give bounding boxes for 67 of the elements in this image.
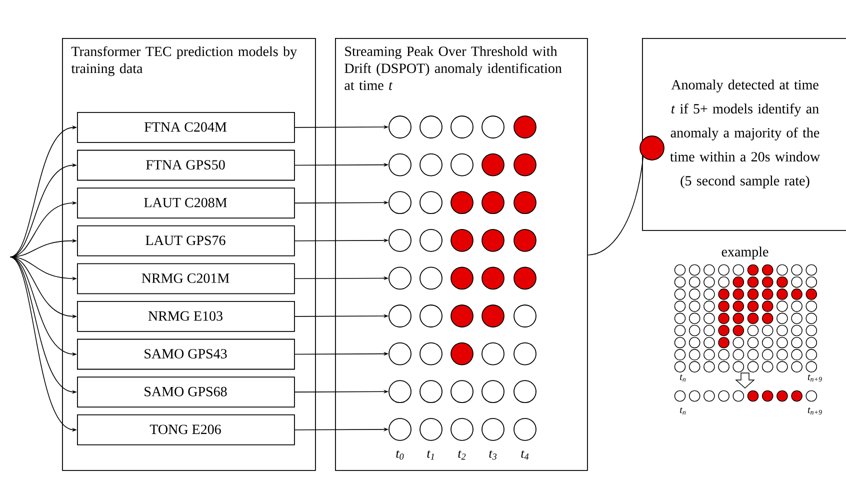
circle-marker (514, 304, 536, 328)
time-label: t$_{n+9}$ (808, 407, 822, 415)
circle-marker (388, 116, 412, 138)
circle-marker (388, 418, 412, 441)
anomaly-dot (450, 266, 474, 290)
time-label: t$_{3}$ (489, 450, 497, 460)
circle-marker (388, 266, 412, 290)
circle-marker (482, 116, 504, 138)
anomaly-dot (450, 191, 474, 214)
circle-marker (388, 191, 412, 214)
anomaly-dot (514, 116, 536, 138)
model-box: SAMO GPS43 (77, 338, 295, 370)
anomaly-dot (514, 153, 536, 176)
circle-marker (514, 418, 536, 441)
model-box: TONG E206 (77, 414, 295, 446)
circle-marker (388, 153, 412, 176)
circle-marker (420, 191, 442, 214)
circle-marker (420, 304, 442, 328)
anomaly-dot (640, 136, 664, 160)
time-label: t$_{2}$ (458, 450, 466, 460)
circle-marker (482, 418, 504, 441)
circle-marker (450, 153, 474, 176)
anomaly-dot (450, 304, 474, 328)
example-label: example (722, 246, 768, 260)
anomaly-dot (482, 228, 504, 252)
circle-marker (514, 380, 536, 404)
circle-marker (420, 266, 442, 290)
circle-marker (388, 380, 412, 404)
circle-marker (482, 342, 504, 366)
circle-marker (514, 342, 536, 366)
anomaly-dot (450, 342, 474, 366)
circle-marker (420, 418, 442, 441)
anomaly-dot (482, 266, 504, 290)
circle-marker (388, 304, 412, 328)
panel-title: Streaming Peak Over Threshold with Drift (DSPOT) anomaly identification at time t (344, 46, 562, 90)
model-box: NRMG C201M (77, 263, 295, 294)
model-box: NRMG E103 (77, 301, 295, 332)
circle-marker (420, 116, 442, 138)
model-box: SAMO GPS68 (77, 376, 295, 408)
circle-marker (420, 342, 442, 366)
time-label: t$_{n+9}$ (808, 374, 822, 382)
circle-marker (482, 380, 504, 404)
circle-marker (388, 228, 412, 252)
time-label: t$_{n}$ (680, 374, 686, 382)
anomaly-dot (514, 266, 536, 290)
time-label: t$_{4}$ (521, 450, 529, 460)
anomaly-dot (482, 304, 504, 328)
circle-marker (450, 380, 474, 404)
anomaly-dot (514, 228, 536, 252)
model-box: LAUT C208M (77, 188, 295, 218)
anomaly-dot (482, 153, 504, 176)
circle-marker (420, 228, 442, 252)
circle-marker (388, 342, 412, 366)
time-label: t$_{1}$ (427, 450, 434, 460)
anomaly-dot (482, 191, 504, 214)
circle-marker (450, 116, 474, 138)
circle-marker (450, 418, 474, 441)
model-box: LAUT GPS76 (77, 225, 295, 256)
model-box: FTNA C204M (77, 112, 295, 143)
anomaly-dot (450, 228, 474, 252)
time-label: t$_{0}$ (396, 450, 404, 460)
anomaly-dot (514, 191, 536, 214)
panel-title: Transformer TEC prediction models by training data (71, 46, 297, 76)
time-label: t$_{n}$ (680, 407, 686, 415)
circle-marker (420, 380, 442, 404)
circle-marker (420, 153, 442, 176)
model-box: FTNA GPS50 (77, 150, 295, 181)
